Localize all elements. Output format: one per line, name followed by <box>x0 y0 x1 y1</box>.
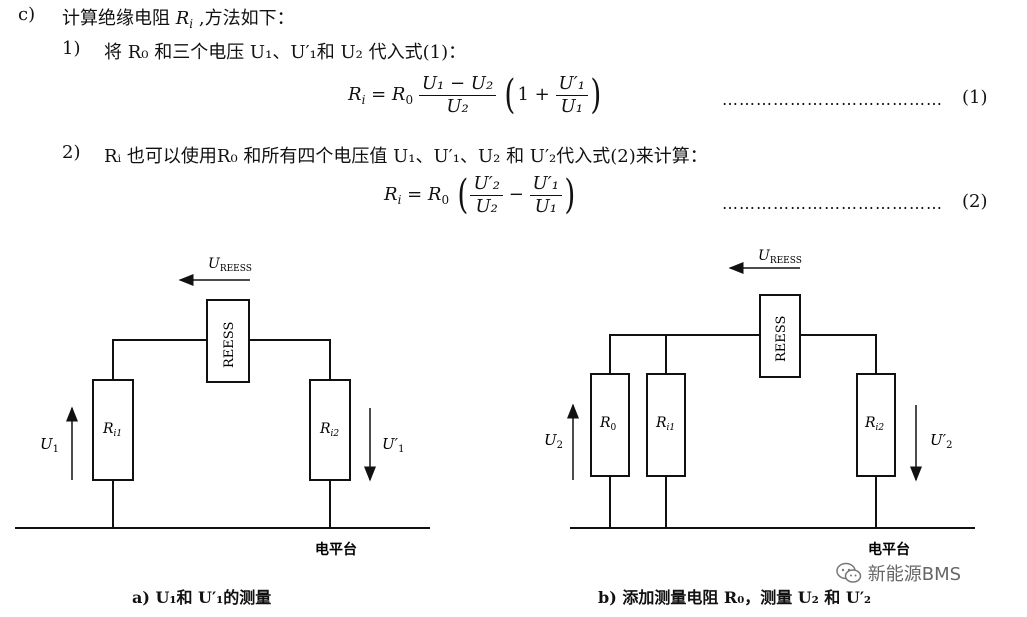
close-paren: ) <box>564 172 576 218</box>
open-paren: ( <box>504 72 516 118</box>
platform-label-a: 电平台 <box>315 541 357 558</box>
u1p-label: U′1 <box>382 435 404 455</box>
equation-2: Ri = R0 ( U′₂ U₂ − U′₁ U₁ ) <box>384 172 576 218</box>
wechat-icon <box>836 562 862 583</box>
ri1-label: Ri1 <box>102 421 122 439</box>
circuit-diagram-b: UREESS REESS R0 Ri1 Ri2 U2 U′2 电平台 <box>544 248 975 558</box>
leader-dots-1: ………………………………… <box>722 90 943 109</box>
u1-label: U1 <box>40 435 59 455</box>
ri2-resistor <box>856 373 896 477</box>
caption-a: a) U₁和 U′₁的测量 <box>132 588 272 607</box>
reess-box <box>759 294 801 378</box>
step1-num: 1) <box>62 38 81 59</box>
method-heading: 计算绝缘电阻 Ri ,方法如下： <box>62 8 295 31</box>
reess-label: REESS <box>774 316 789 362</box>
ri1-label: Ri1 <box>655 415 675 433</box>
r0-label: R0 <box>599 415 617 433</box>
open-paren: ( <box>457 172 469 218</box>
ri2-label: Ri2 <box>319 421 339 439</box>
u2-label: U2 <box>544 431 563 451</box>
watermark: 新能源BMS <box>836 560 961 586</box>
u-reess-label: UREESS <box>208 256 252 274</box>
r0-resistor <box>590 373 630 477</box>
platform-label-b: 电平台 <box>868 541 910 558</box>
eq2-ref: (2) <box>962 191 988 212</box>
leader-dots-2: ………………………………… <box>722 194 943 213</box>
step2-num: 2) <box>62 142 81 163</box>
u-reess-label: UREESS <box>758 248 802 266</box>
wire-ri1-up <box>112 339 207 380</box>
eq1-ref: (1) <box>962 87 988 108</box>
wire-ri2-up <box>249 339 331 380</box>
circuit-diagram-a: UREESS REESS Ri1 Ri2 U1 U′1 电平台 <box>15 256 430 558</box>
eq1-fraction: U₁ − U₂ U₂ <box>418 73 497 118</box>
ri2-label: Ri2 <box>864 415 884 433</box>
step2-text: Rᵢ 也可以使用R₀ 和所有四个电压值 U₁、U′₁、U₂ 和 U′₂代入式(2… <box>104 146 708 167</box>
eq1-inner-fraction: U′₁ U₁ <box>555 73 588 118</box>
ri2-resistor <box>309 379 351 481</box>
reess-label: REESS <box>222 322 237 368</box>
close-paren: ) <box>590 72 602 118</box>
ri1-resistor <box>92 379 134 481</box>
wire-r0-up <box>609 334 760 374</box>
equation-1: Ri = R0 U₁ − U₂ U₂ (1 + U′₁ U₁ ) <box>348 72 602 118</box>
step1-text: 将 R₀ 和三个电压 U₁、U′₁和 U₂ 代入式(1)： <box>104 42 467 63</box>
method-label: c) <box>18 4 36 25</box>
eq2-fraction-a: U′₂ U₂ <box>470 173 503 218</box>
u2p-label: U′2 <box>930 431 952 451</box>
caption-b: b) 添加测量电阻 R₀，测量 U₂ 和 U′₂ <box>598 588 872 607</box>
ri1-resistor <box>646 373 686 477</box>
reess-box <box>206 299 250 383</box>
wire-ri2-up <box>800 334 877 374</box>
eq2-fraction-b: U′₁ U₁ <box>529 173 562 218</box>
